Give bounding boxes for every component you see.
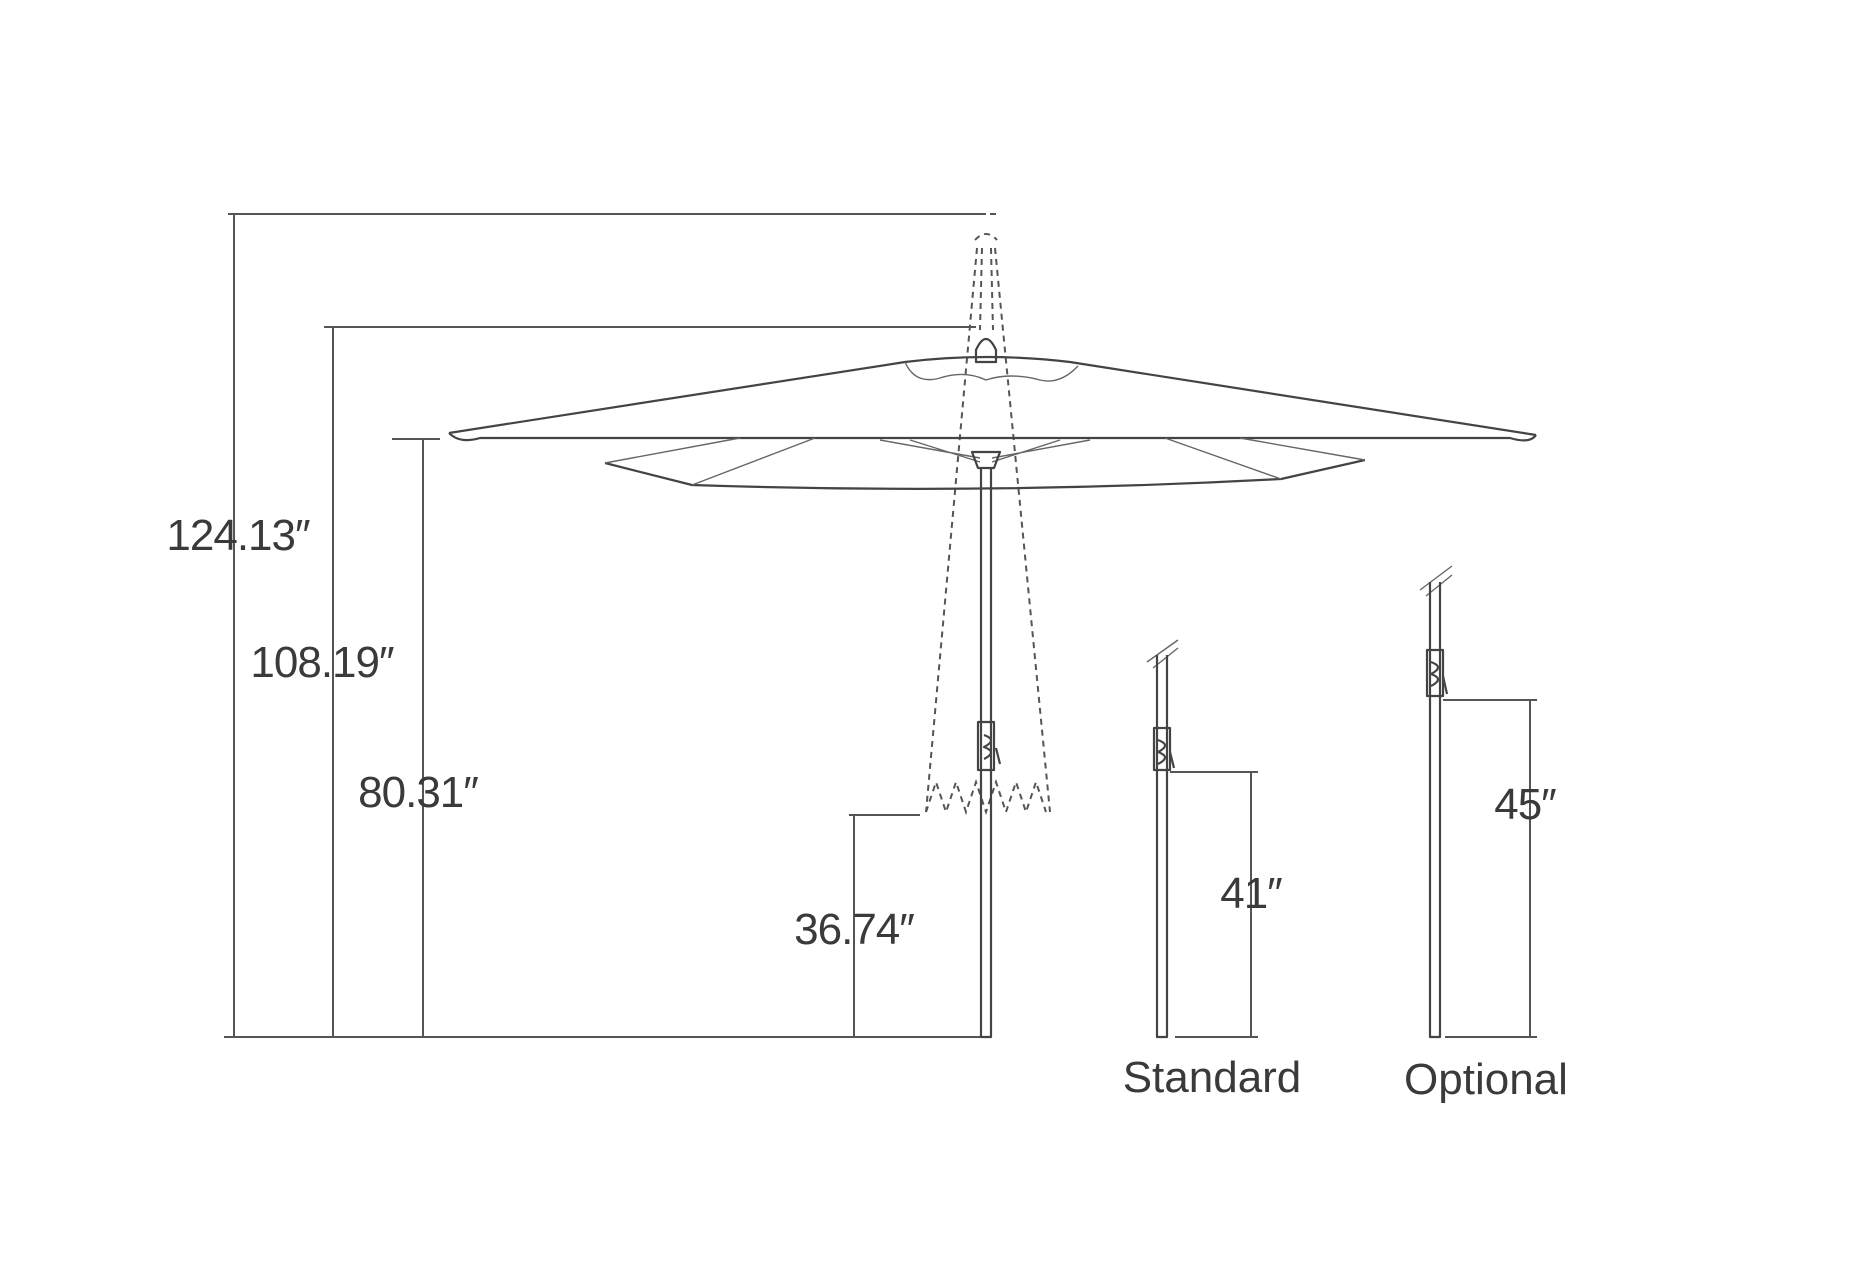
standard-caption: Standard [1123, 1053, 1302, 1102]
overall-height-label: 124.13″ [166, 511, 310, 560]
crank-icon [1425, 648, 1445, 698]
optional-caption: Optional [1404, 1055, 1568, 1104]
crank-icon [976, 720, 996, 772]
standard-crank-pole [1146, 639, 1258, 1039]
crank-icon [1152, 726, 1172, 772]
crank-height-label: 36.74″ [794, 905, 914, 954]
dimension-lines [224, 213, 986, 1038]
optional-crank-pole [1419, 565, 1537, 1039]
clearance-line [392, 438, 440, 1037]
canopy-top-height-label: 108.19″ [250, 638, 394, 687]
finial-icon [974, 337, 998, 364]
overall-height-line [228, 213, 986, 1037]
canopy-top-line [324, 326, 976, 1037]
crank-height-line [849, 814, 920, 1037]
umbrella-canopy [448, 337, 1537, 490]
main-pole [976, 468, 1002, 1039]
clearance-height-label: 80.31″ [358, 768, 478, 817]
tilted-outline [925, 213, 1051, 816]
standard-height-label: 41″ [1220, 869, 1282, 918]
optional-height-label: 45″ [1494, 780, 1556, 829]
